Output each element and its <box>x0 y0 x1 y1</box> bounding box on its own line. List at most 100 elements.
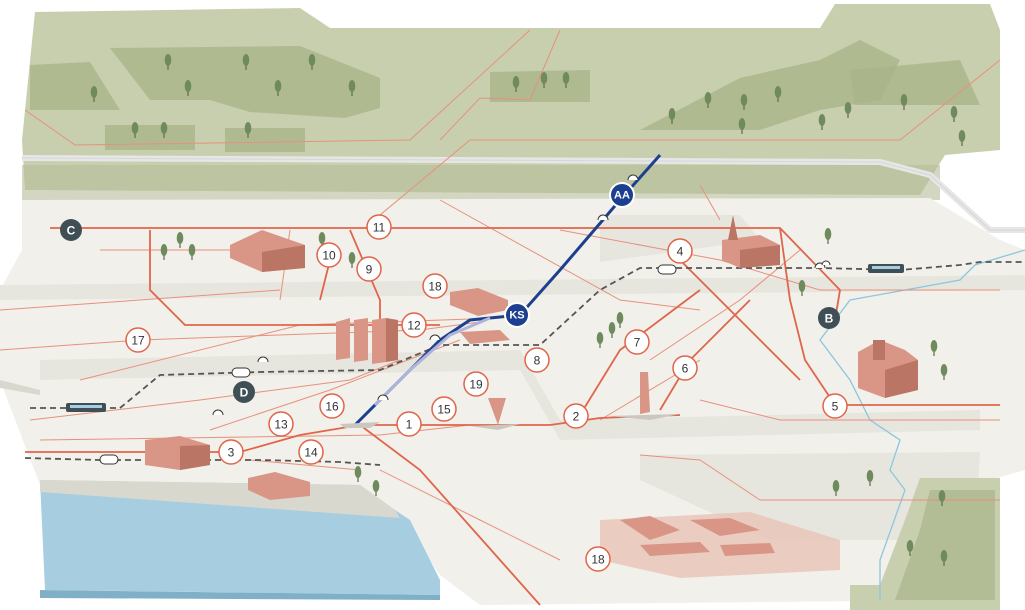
tree-icon <box>940 550 948 566</box>
tower-building-icon <box>858 340 918 398</box>
number-marker-n14[interactable]: 14 <box>298 439 324 465</box>
tree-icon <box>176 232 184 248</box>
number-marker-label: 12 <box>407 319 421 333</box>
number-marker-label: 19 <box>469 378 483 392</box>
tree-icon <box>844 102 852 118</box>
number-marker-n11[interactable]: 11 <box>366 214 392 240</box>
number-marker-label: 3 <box>228 446 235 460</box>
number-marker-label: 18 <box>428 280 442 294</box>
tree-icon <box>818 114 826 130</box>
building-18-top <box>450 288 510 344</box>
number-marker-label: 10 <box>322 249 336 263</box>
number-marker-n12[interactable]: 12 <box>401 312 427 338</box>
tree-icon <box>348 252 356 268</box>
tram-icon <box>66 264 904 412</box>
ground-plate <box>0 198 1025 605</box>
tree-icon <box>274 80 282 96</box>
number-marker-n15[interactable]: 15 <box>431 396 457 422</box>
buildings <box>145 215 918 578</box>
metro-line-underground <box>373 316 491 407</box>
number-marker-label: 8 <box>534 354 541 368</box>
zone-marker-label: C <box>67 224 76 238</box>
station-markers: AA KS <box>504 182 635 328</box>
number-marker-n19[interactable]: 19 <box>463 371 489 397</box>
tree-icon <box>940 364 948 380</box>
building-blocks-center <box>336 318 398 364</box>
number-marker-label: 16 <box>325 400 339 414</box>
route-lines-thin <box>0 29 1001 561</box>
number-marker-label: 7 <box>634 336 641 350</box>
tree-icon <box>372 480 380 496</box>
tree-icon <box>774 86 782 102</box>
tree-icon <box>958 130 966 146</box>
number-marker-label: 9 <box>366 263 373 277</box>
pier-buildings <box>248 472 310 500</box>
zone-markers: B C D <box>60 219 840 403</box>
station-marker-ks[interactable]: KS <box>504 302 530 328</box>
church-icon <box>722 215 780 268</box>
number-marker-n1[interactable]: 1 <box>396 411 422 437</box>
tree-icon <box>596 332 604 348</box>
water-area <box>40 480 440 600</box>
number-marker-n9[interactable]: 9 <box>356 256 382 282</box>
tree-icon <box>906 540 914 556</box>
tree-icon <box>242 54 250 70</box>
number-marker-label: 17 <box>131 334 145 348</box>
number-marker-n7[interactable]: 7 <box>624 329 650 355</box>
tree-icon <box>740 94 748 110</box>
green-area-bottom-right <box>850 478 1000 610</box>
number-marker-n16[interactable]: 16 <box>319 393 345 419</box>
rail-crossing <box>99 264 677 465</box>
number-marker-n5[interactable]: 5 <box>822 393 848 419</box>
zone-marker-label: B <box>825 312 834 326</box>
number-marker-n6[interactable]: 6 <box>672 355 698 381</box>
number-marker-label: 6 <box>682 362 689 376</box>
number-marker-n10[interactable]: 10 <box>316 242 342 268</box>
tunnel-icon <box>212 174 831 416</box>
station-marker-label: AA <box>614 190 630 202</box>
number-marker-n8[interactable]: 8 <box>524 347 550 373</box>
zone-marker-d[interactable]: D <box>233 381 255 403</box>
building-top-left <box>230 230 305 272</box>
tree-icon <box>164 54 172 70</box>
number-marker-label: 15 <box>437 403 451 417</box>
number-marker-label: 4 <box>677 245 684 259</box>
tree-icon <box>824 228 832 244</box>
number-marker-label: 2 <box>573 410 580 424</box>
number-marker-n18b[interactable]: 18 <box>585 546 611 572</box>
tree-icon <box>354 466 362 482</box>
station-marker-aa[interactable]: AA <box>609 182 635 208</box>
tree-icon <box>244 122 252 138</box>
tree-icon <box>866 470 874 486</box>
number-marker-n13[interactable]: 13 <box>268 411 294 437</box>
monument-icon <box>608 372 680 420</box>
tree-icon <box>131 122 139 138</box>
tree-icon <box>950 106 958 122</box>
zone-marker-c[interactable]: C <box>60 219 82 241</box>
number-marker-n4[interactable]: 4 <box>667 238 693 264</box>
tree-icon <box>160 122 168 138</box>
tree-icon <box>798 280 806 296</box>
tree-icon <box>704 92 712 108</box>
number-marker-label: 1 <box>406 418 413 432</box>
building-bottom-left <box>145 436 210 470</box>
number-marker-label: 18 <box>591 553 605 567</box>
tree-icon <box>348 80 356 96</box>
tree-icon <box>184 80 192 96</box>
number-marker-n3[interactable]: 3 <box>218 439 244 465</box>
tree-icon <box>616 312 624 328</box>
tree-icon <box>938 490 946 506</box>
river-line <box>819 249 1025 600</box>
number-marker-n18a[interactable]: 18 <box>422 273 448 299</box>
monument-icon <box>470 398 520 430</box>
tree-icon <box>930 340 938 356</box>
number-marker-n17[interactable]: 17 <box>125 327 151 353</box>
tree-icon <box>900 94 908 110</box>
zone-marker-label: D <box>240 386 249 400</box>
number-marker-n2[interactable]: 2 <box>563 403 589 429</box>
tree-icon <box>188 244 196 260</box>
zone-marker-b[interactable]: B <box>818 307 840 329</box>
tree-icon <box>832 480 840 496</box>
